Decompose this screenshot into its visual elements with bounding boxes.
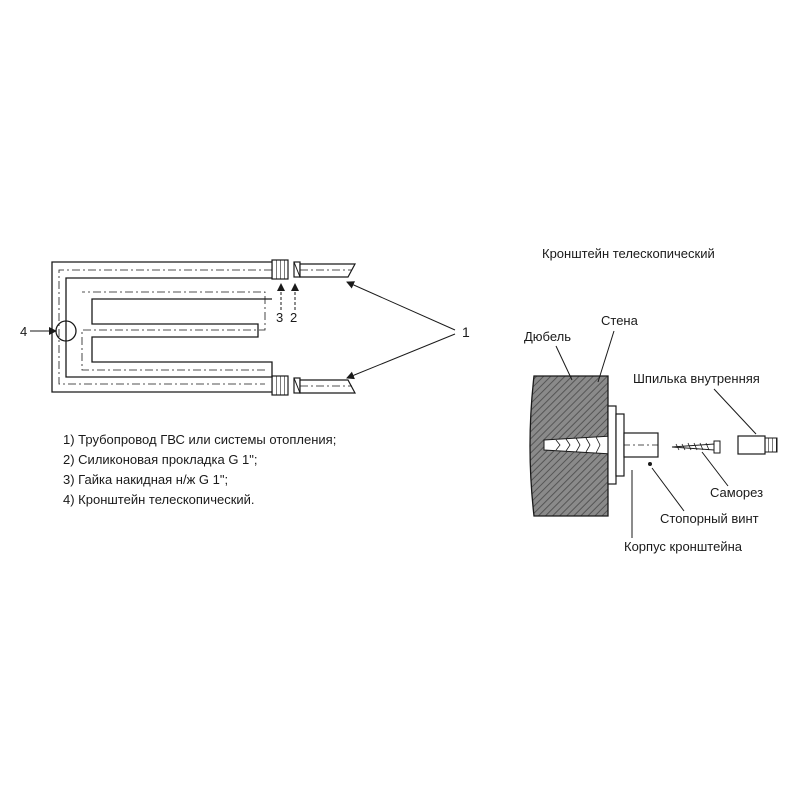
callout-3-label: 3 [276, 310, 283, 325]
towel-rail-drawing [51, 261, 273, 393]
callout-4: 4 [20, 324, 57, 339]
bracket-body [607, 405, 659, 485]
label-set-screw-text: Стопорный винт [660, 511, 759, 526]
towel-rail-axis [58, 269, 272, 385]
internal-stud [737, 435, 778, 455]
callout-1: 1 [346, 281, 470, 380]
legend-item-2: 2) Силиконовая прокладка G 1"; [63, 452, 258, 467]
label-dowel: Дюбель [524, 329, 573, 381]
label-wall: Стена [597, 313, 639, 383]
callout-3: 3 [276, 283, 285, 325]
legend-item-1: 1) Трубопровод ГВС или системы отопления… [63, 432, 337, 447]
legend-item-4: 4) Кронштейн телескопический. [63, 492, 255, 507]
label-stud: Шпилька внутренняя [633, 371, 760, 435]
callout-1-label: 1 [462, 324, 470, 340]
label-screw-text: Саморез [710, 485, 763, 500]
bottom-pipe [299, 379, 357, 394]
towel-rail-outer [51, 261, 272, 393]
set-screw-mark [648, 462, 652, 466]
legend: 1) Трубопровод ГВС или системы отопления… [63, 430, 336, 510]
callout-4-label: 4 [20, 324, 27, 339]
top-union-nut [271, 259, 289, 280]
label-body-text: Корпус кронштейна [624, 539, 743, 554]
label-set-screw: Стопорный винт [651, 467, 759, 526]
bracket-title: Кронштейн телескопический [542, 246, 715, 261]
label-body: Корпус кронштейна [624, 470, 743, 554]
legend-item-3: 3) Гайка накидная н/ж G 1"; [63, 472, 229, 487]
label-wall-text: Стена [601, 313, 639, 328]
top-fitting [271, 259, 357, 280]
top-pipe [299, 263, 357, 278]
label-screw: Саморез [701, 451, 763, 500]
callout-2-label: 2 [290, 310, 297, 325]
callout-2: 2 [290, 283, 299, 325]
label-stud-text: Шпилька внутренняя [633, 371, 760, 386]
towel-rail-inner [65, 277, 273, 378]
bottom-union-nut [271, 375, 289, 396]
screw [671, 440, 721, 454]
bottom-fitting [271, 375, 357, 396]
label-dowel-text: Дюбель [524, 329, 571, 344]
